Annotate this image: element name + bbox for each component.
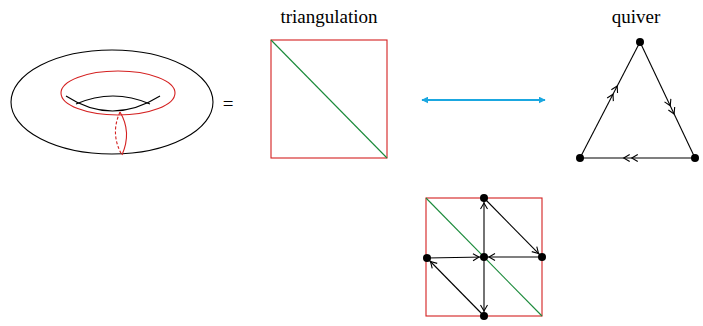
figure-heading: quiver	[571, 6, 701, 28]
quiver-arrow	[427, 258, 484, 316]
figure-heading: triangulation	[261, 6, 397, 28]
torus	[11, 50, 213, 155]
arrow-head	[632, 155, 638, 162]
quiver-arrow	[483, 257, 484, 316]
correspondence-arrow	[422, 99, 545, 101]
arrow-head	[431, 262, 438, 269]
quiver-arrow	[427, 257, 484, 258]
triangulation-figure: triangulation	[261, 6, 397, 160]
quiver-arrows	[427, 198, 542, 316]
vertex-dot	[636, 38, 644, 46]
quiver-triangle	[580, 42, 695, 162]
arrow-head	[665, 99, 671, 106]
vertex-dot	[480, 312, 488, 320]
vertex-dot	[538, 253, 546, 261]
vertex-dot	[480, 253, 488, 261]
arrow-head	[489, 254, 495, 261]
arrow-head	[481, 203, 488, 209]
quiver-arrow	[484, 198, 542, 257]
arrow-head	[607, 94, 613, 101]
quiver-arrow	[483, 198, 484, 257]
arrow-head	[668, 107, 674, 114]
equals-sign: =	[223, 93, 234, 115]
arrow-head	[624, 155, 630, 162]
quiver-on-triangulation	[426, 198, 542, 316]
vertex-dot	[576, 154, 584, 162]
arrow-head	[481, 305, 488, 311]
triangulation-square	[271, 40, 387, 158]
quiver-arrow	[484, 256, 542, 257]
quiver-vertices	[423, 38, 699, 320]
arrow-head	[611, 86, 617, 93]
arrow-head	[532, 247, 539, 254]
vertex-dot	[423, 254, 431, 262]
arrow-head	[473, 254, 479, 261]
quiver-figure: quiver	[571, 6, 701, 160]
vertex-dot	[480, 194, 488, 202]
vertex-dot	[691, 154, 699, 162]
